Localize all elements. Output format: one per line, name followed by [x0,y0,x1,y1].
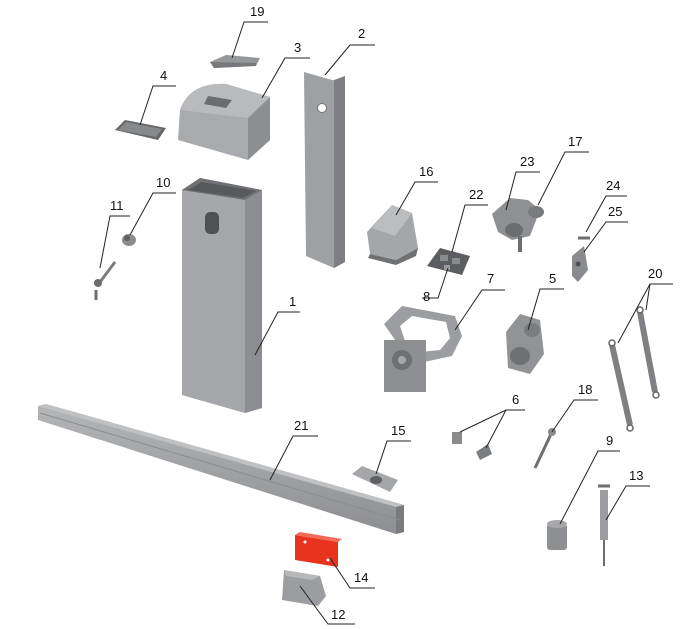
part-14-highlighted-bracket [295,532,342,567]
label-21: 21 [294,418,308,433]
label-3: 3 [294,40,301,55]
label-22: 22 [469,187,483,202]
part-18-rod [533,428,556,469]
part-20-springs [608,306,660,432]
label-2: 2 [358,26,365,41]
leader-20a [645,283,673,311]
leader-24 [585,195,627,233]
label-16: 16 [419,164,433,179]
leader-16 [395,181,438,216]
part-19-small-lid [210,55,260,68]
leader-10 [129,192,176,236]
label-7: 7 [487,271,494,286]
part-16-control-box [367,205,418,265]
leader-9 [559,450,620,525]
label-1: 1 [289,294,296,309]
leader-5 [527,288,564,331]
label-12: 12 [331,607,345,622]
label-5: 5 [549,271,556,286]
leader-1 [254,311,300,356]
leader-4 [139,85,176,126]
leader-2 [324,44,375,76]
part-15-mounting-plate [352,466,398,492]
label-20: 20 [648,266,662,281]
leader-19 [231,21,268,59]
part-6-sensors [452,432,492,460]
label-8: 8 [423,289,430,304]
part-3-top-cover [178,83,270,160]
leader-6b [485,409,507,449]
label-18: 18 [578,382,592,397]
label-4: 4 [160,68,167,83]
label-25: 25 [608,204,622,219]
leader-8 [422,267,449,299]
part-25-bracket [572,246,588,282]
part-1-cabinet [182,178,262,413]
label-10: 10 [156,175,170,190]
part-12-end-cap [282,570,326,606]
label-17: 17 [568,134,582,149]
leader-22 [451,204,488,253]
label-13: 13 [629,468,643,483]
leader-14 [329,557,375,589]
leader-6a [459,409,525,433]
label-11: 11 [110,198,124,213]
label-14: 14 [354,570,368,585]
leader-13 [605,485,650,521]
part-22-circuit-board [427,248,470,275]
part-5-motor [506,314,544,374]
leader-7 [454,289,505,331]
part-9-weight [547,520,567,550]
label-19: 19 [250,4,264,19]
label-6: 6 [512,392,519,407]
label-15: 15 [391,423,405,438]
part-2-door-panel [304,72,345,268]
leader-17 [537,151,589,206]
leader-12 [299,585,355,625]
part-4-vent-grille [115,120,166,140]
leader-15 [375,440,411,475]
label-23: 23 [520,154,534,169]
leader-20b [617,283,651,344]
part-21-boom-beam [38,404,404,534]
part-number-labels: 1 2 3 4 5 6 7 8 9 10 11 12 13 14 15 16 1… [110,4,662,622]
label-24: 24 [606,178,620,193]
label-9: 9 [606,433,613,448]
leader-18 [551,399,598,433]
part-10-knob [122,234,136,246]
part-13-pump-handle [598,484,610,566]
part-11-lock-key [94,261,117,300]
leader-3 [261,57,310,99]
leader-11 [99,215,130,269]
leader-21 [269,435,318,481]
part-7-frame [384,306,462,392]
leader-25 [583,221,628,253]
leader-23 [505,171,540,211]
part-23-17-lever-assembly [492,198,544,252]
leader-lines [99,21,673,625]
